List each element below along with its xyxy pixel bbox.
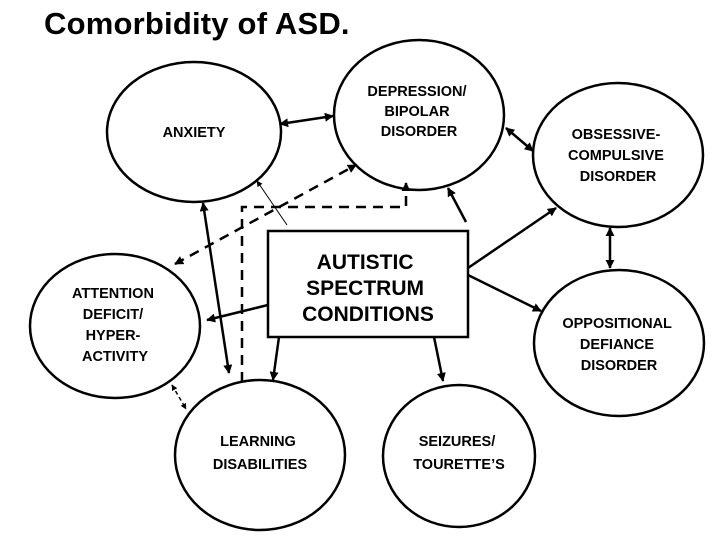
ocd-node	[531, 81, 705, 229]
odd-node	[532, 268, 706, 418]
edge-asc-odd	[467, 273, 542, 313]
depression-node	[332, 38, 506, 192]
edge-anxiety-learning	[199, 202, 233, 374]
edge-adhd-depression-dashed	[174, 163, 357, 266]
edge-asc-depression	[446, 187, 468, 223]
learning-node	[173, 378, 347, 532]
edge-depression-ocd	[505, 127, 534, 152]
ocd-label: OBSESSIVE- COMPULSIVE DISORDER	[568, 127, 668, 185]
edge-asc-learning	[269, 336, 281, 381]
seizures-label: SEIZURES/ TOURETTE’S	[413, 434, 505, 473]
edges	[171, 112, 615, 410]
page-title: Comorbidity of ASD.	[44, 6, 350, 41]
adhd-node	[28, 252, 202, 400]
edge-asc-ocd	[467, 206, 557, 270]
edge-asc-seizures	[432, 336, 446, 382]
edge-asc-anxiety	[256, 180, 288, 226]
odd-label: OPPOSITIONAL DEFIANCE DISORDER	[562, 316, 675, 374]
depression-label: DEPRESSION/ BIPOLAR DISORDER	[367, 84, 470, 140]
edge-anxiety-depression	[279, 112, 334, 128]
learning-label: LEARNING DISABILITIES	[213, 434, 308, 473]
edge-learning-depression-dashed	[240, 182, 411, 382]
edge-asc-adhd	[206, 303, 269, 323]
asc-label: AUTISTIC SPECTRUM CONDITIONS	[302, 251, 434, 326]
seizures-node	[381, 383, 537, 529]
adhd-label: ATTENTION DEFICIT/ HYPER- ACTIVITY	[72, 286, 158, 365]
edge-adhd-learning	[171, 384, 187, 410]
anxiety-label: ANXIETY	[163, 125, 226, 141]
